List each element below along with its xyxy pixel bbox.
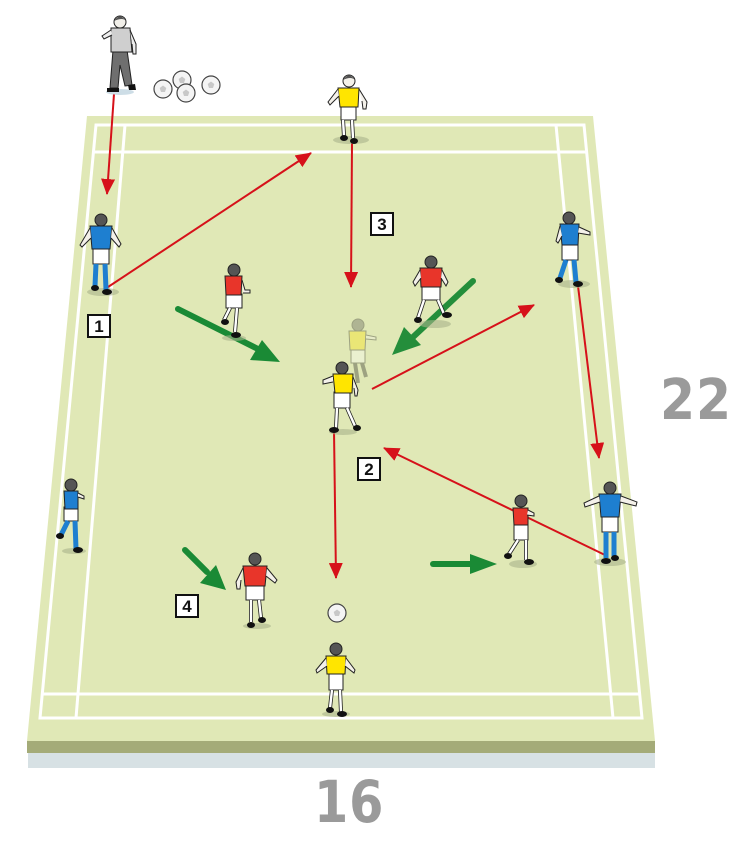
player-red-bottom-right <box>504 494 537 568</box>
coach-figure <box>101 15 137 95</box>
spare-balls <box>153 70 221 103</box>
step-marker-3: 3 <box>370 212 394 236</box>
player-yellow-bottom <box>315 642 356 717</box>
player-red-left-center <box>221 263 251 341</box>
step-marker-2: 2 <box>357 457 381 481</box>
player-yellow-top <box>327 74 369 144</box>
player-blue-right-top <box>555 211 591 288</box>
pass-blue-right-down <box>577 285 605 459</box>
player-yellow-ghost <box>348 318 377 384</box>
pass-blue-right-to-center <box>383 447 606 556</box>
run-arrow-red-left <box>175 306 280 362</box>
player-red-right-top <box>412 255 452 328</box>
step-marker-4-label: 4 <box>182 596 192 616</box>
run-arrow-red-bottom-right <box>430 554 497 574</box>
step-marker-2-label: 2 <box>364 459 374 479</box>
pass-coach-to-blue <box>101 93 116 195</box>
pass-arrows <box>101 93 606 579</box>
run-arrows <box>175 278 497 590</box>
pitch-width-label: 16 <box>314 768 385 836</box>
player-blue-left-top <box>79 213 122 296</box>
pitch-base <box>27 741 655 768</box>
pitch-surface <box>27 116 655 741</box>
pass-yellow-center-down <box>328 430 343 579</box>
pitch-length-label: 22 <box>660 368 732 433</box>
player-red-bottom-left <box>235 552 278 629</box>
step-marker-1-label: 1 <box>94 316 104 336</box>
ball-in-play <box>327 603 347 623</box>
pass-blue-to-yellow-top <box>107 152 312 288</box>
pass-yellow-top-down <box>344 142 359 288</box>
step-marker-3-label: 3 <box>377 214 387 234</box>
step-marker-4: 4 <box>175 594 199 618</box>
step-marker-1: 1 <box>87 314 111 338</box>
player-blue-right-bottom <box>583 481 638 566</box>
player-blue-left-bottom <box>56 478 86 554</box>
pass-yellow-center-to-blue-right <box>371 304 535 390</box>
player-yellow-center <box>322 361 361 435</box>
run-arrow-red-4 <box>182 547 226 590</box>
